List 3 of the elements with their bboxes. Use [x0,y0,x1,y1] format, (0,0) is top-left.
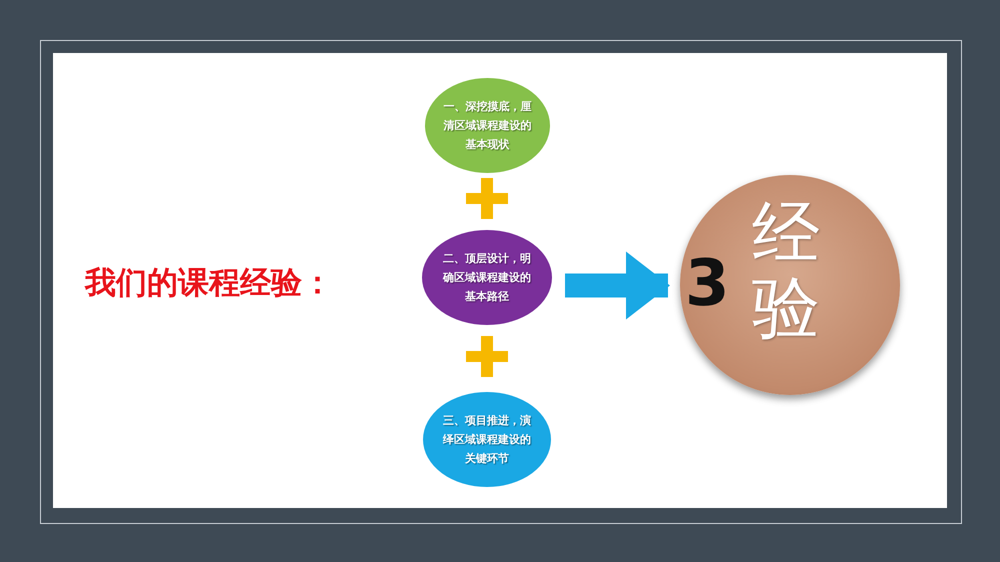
circle-text: 经验 [752,197,820,347]
heading: 我们的课程经验： [85,264,333,303]
number: 3 [685,247,730,321]
